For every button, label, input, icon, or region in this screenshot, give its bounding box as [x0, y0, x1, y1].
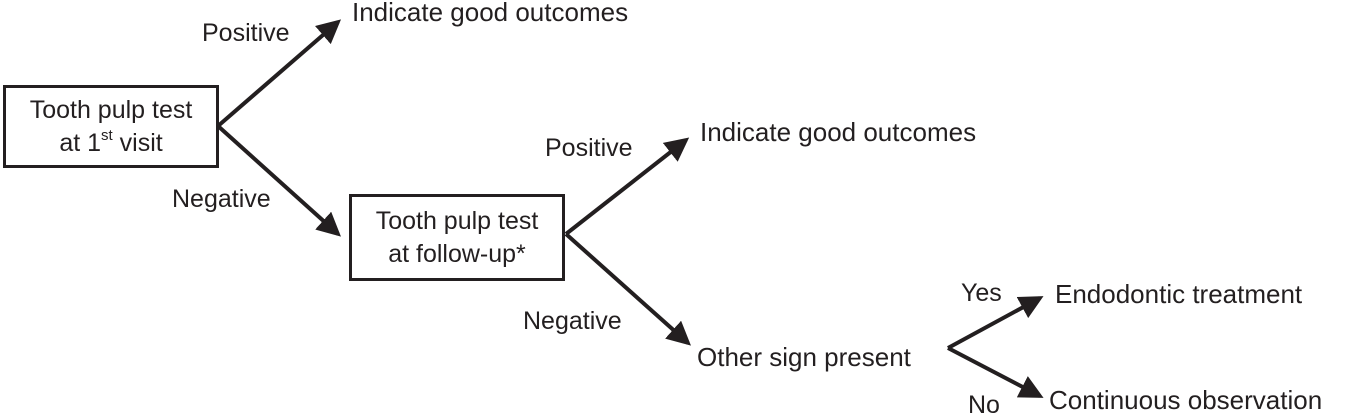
node-first-visit-line1: Tooth pulp test: [29, 95, 193, 124]
node-good-outcome-1: Indicate good outcomes: [352, 0, 629, 27]
edge-label-no: No: [968, 391, 1000, 419]
node-continuous-observation: Continuous observation: [1049, 385, 1323, 415]
node-good-outcome-2: Indicate good outcomes: [700, 117, 977, 147]
arrow-follow-up-to-positive: [564, 137, 690, 236]
arrow-other-sign-to-observation: [947, 346, 1044, 398]
arrow-first-visit-to-positive: [216, 19, 342, 128]
node-first-visit-line2-suffix: visit: [112, 128, 163, 157]
ordinal-superscript: st: [101, 126, 113, 144]
node-follow-up-line2: at follow-up*: [388, 239, 526, 268]
node-first-visit: Tooth pulp test at 1st visit: [3, 85, 219, 168]
edge-label-positive-1: Positive: [202, 19, 290, 47]
node-follow-up: Tooth pulp test at follow-up*: [349, 194, 565, 281]
node-first-visit-line2-prefix: at 1: [59, 128, 102, 157]
node-endodontic-treatment: Endodontic treatment: [1055, 279, 1303, 309]
edge-label-negative-1: Negative: [172, 185, 271, 213]
node-follow-up-line1: Tooth pulp test: [375, 206, 539, 235]
arrow-other-sign-to-endodontic: [947, 296, 1044, 350]
edge-label-negative-2: Negative: [523, 307, 622, 335]
arrow-first-visit-to-follow-up: [216, 124, 341, 237]
arrow-follow-up-to-other-sign: [564, 232, 691, 346]
edge-label-yes: Yes: [961, 279, 1002, 307]
node-first-visit-line2: at 1st visit: [59, 127, 162, 160]
edge-label-positive-2: Positive: [545, 134, 633, 162]
node-other-sign: Other sign present: [697, 342, 911, 372]
